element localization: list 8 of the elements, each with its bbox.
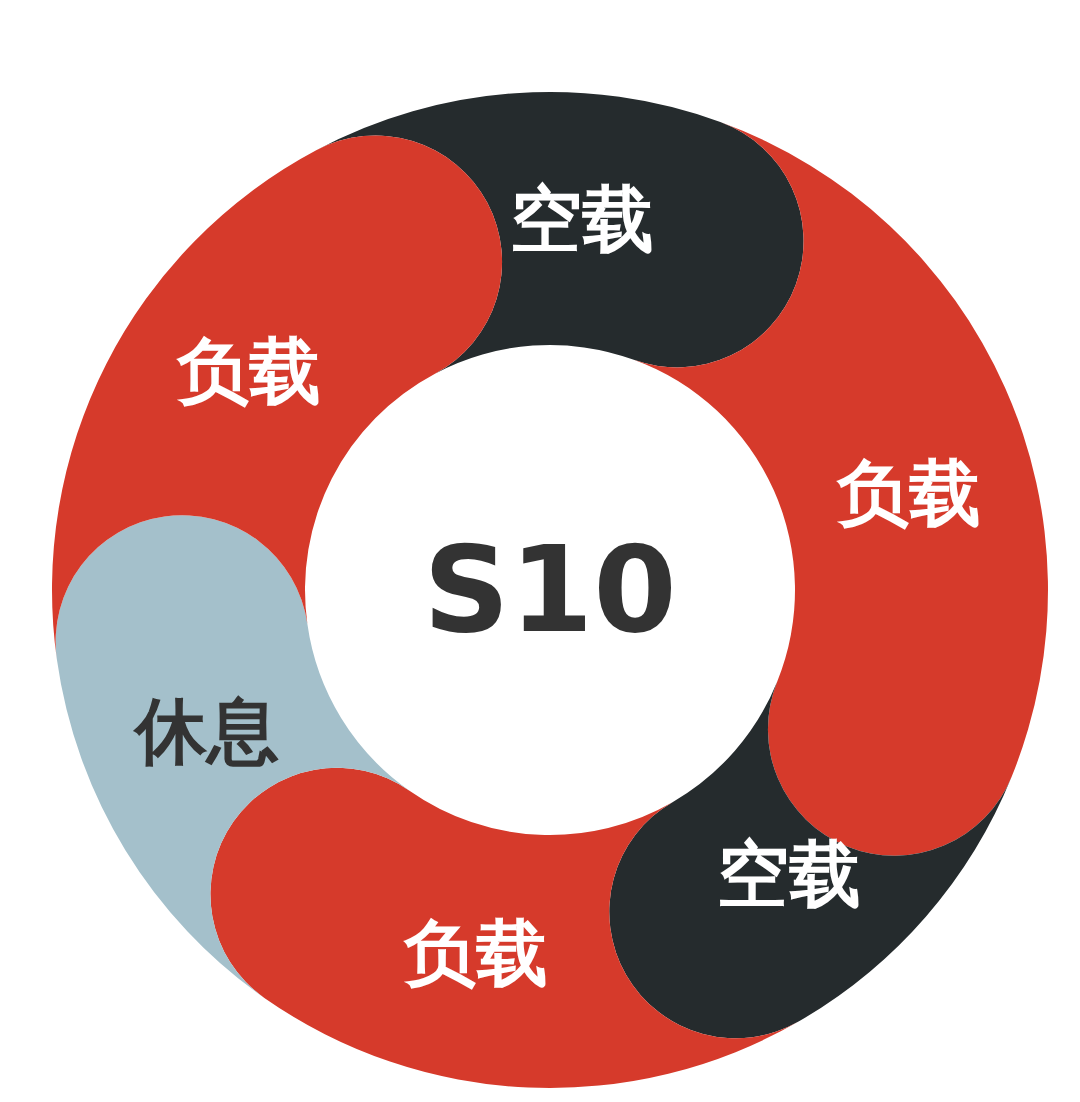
segment-label: 负载: [177, 332, 322, 412]
segment-label: 空载: [510, 180, 655, 260]
ring-segment: [609, 681, 1012, 1039]
center-label: S10: [423, 524, 677, 656]
segment-label: 负载: [403, 914, 548, 994]
segment-label: 空载: [716, 835, 861, 915]
segment-label: 负载: [836, 454, 981, 534]
segment-label: 休息: [134, 692, 279, 772]
